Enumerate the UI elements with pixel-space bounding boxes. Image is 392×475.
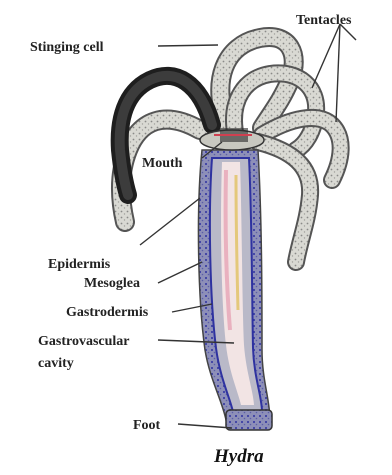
label-mesoglea: Mesoglea — [84, 276, 140, 291]
label-stinging-cell: Stinging cell — [30, 40, 104, 55]
label-mouth: Mouth — [142, 156, 183, 171]
diagram-caption: Hydra — [213, 446, 264, 467]
label-epidermis: Epidermis — [48, 257, 111, 272]
hydra-body — [198, 128, 272, 430]
leader-tentacles-1 — [312, 24, 340, 88]
leader-foot — [178, 424, 232, 428]
label-foot: Foot — [133, 418, 161, 433]
label-gastrovascular-line1: Gastrovascular — [38, 334, 130, 349]
label-gastrovascular-line2: cavity — [38, 356, 74, 371]
leader-stinging-cell — [158, 45, 218, 46]
leader-tentacles-2 — [336, 24, 340, 122]
leader-epidermis — [140, 198, 200, 245]
body-foot — [226, 410, 272, 430]
label-gastrodermis: Gastrodermis — [66, 305, 149, 320]
label-tentacles: Tentacles — [296, 13, 352, 28]
leader-mesoglea — [158, 262, 202, 283]
